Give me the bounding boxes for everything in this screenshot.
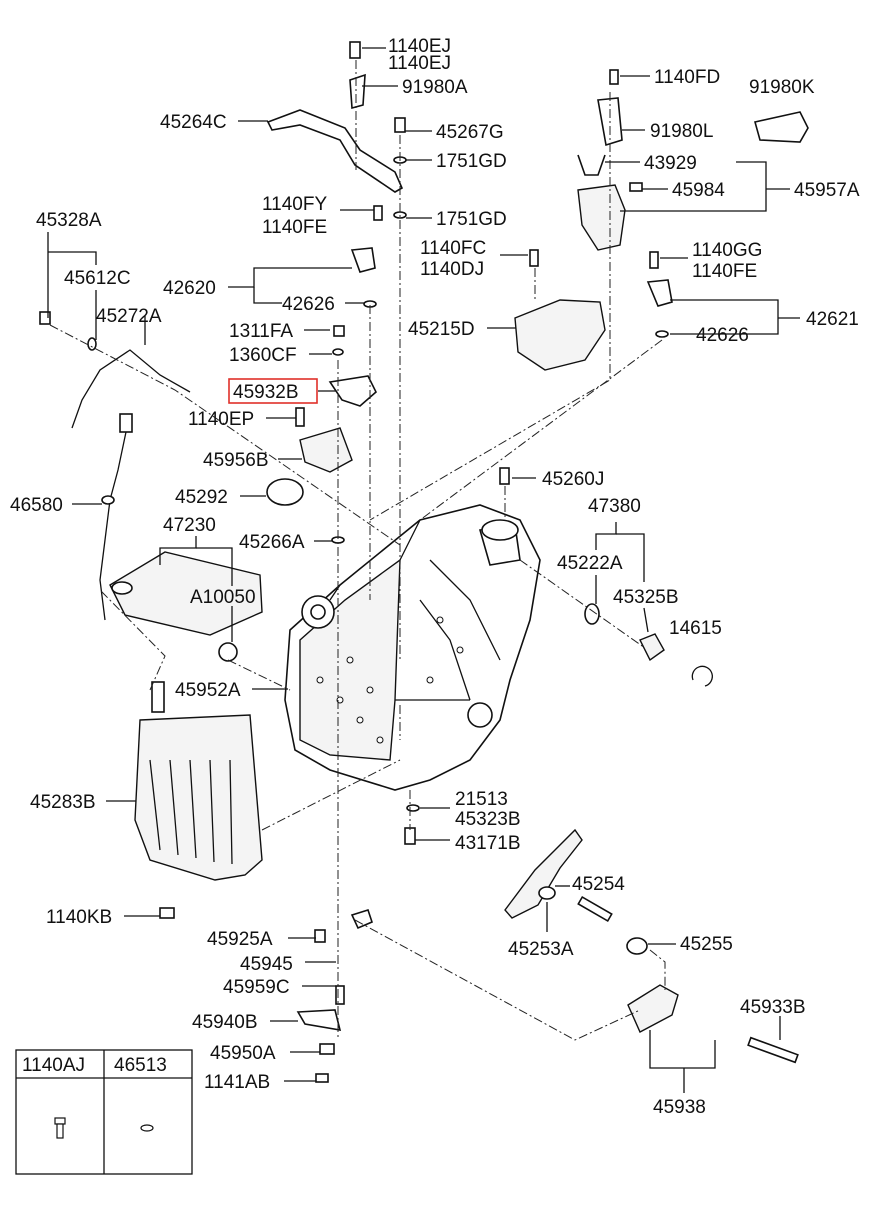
lower-parts	[159, 804, 799, 1083]
part-label[interactable]: 45984	[672, 180, 725, 201]
part-label[interactable]: 45950A	[210, 1043, 276, 1064]
part-label[interactable]: 1140FE	[692, 261, 757, 282]
part-label[interactable]: 1751GD	[436, 209, 507, 230]
part-label[interactable]: 91980A	[402, 77, 468, 98]
highlight-box	[228, 378, 318, 404]
part-label[interactable]: 45612C	[64, 268, 131, 289]
part-label[interactable]: 1140FE	[262, 217, 327, 238]
part-label[interactable]: 1140GG	[692, 240, 762, 261]
part-label[interactable]: 91980K	[749, 77, 815, 98]
part-label[interactable]: 47380	[588, 496, 641, 517]
legend-header-46513: 46513	[114, 1055, 167, 1076]
part-label[interactable]: 45925A	[207, 929, 273, 950]
part-label[interactable]: 43171B	[455, 833, 521, 854]
range-switch-assembly	[266, 375, 377, 544]
part-label[interactable]: 1140KB	[46, 907, 112, 928]
part-label[interactable]: 42621	[806, 309, 859, 330]
part-label[interactable]: 45283B	[30, 792, 96, 813]
part-label[interactable]: A10050	[190, 587, 256, 608]
part-label[interactable]: 47230	[163, 515, 216, 536]
part-label[interactable]: 45222A	[557, 553, 623, 574]
part-label[interactable]: 45255	[680, 934, 733, 955]
part-label[interactable]: 1140DJ	[420, 259, 484, 280]
part-label[interactable]: 42620	[163, 278, 216, 299]
part-label[interactable]: 45957A	[794, 180, 860, 201]
part-label[interactable]: 45215D	[408, 319, 475, 340]
part-label[interactable]: 14615	[669, 618, 722, 639]
washer-icon	[140, 1124, 154, 1132]
part-label-highlighted[interactable]: 45932B	[233, 382, 299, 403]
part-label[interactable]: 91980L	[650, 121, 713, 142]
part-label[interactable]: 1140EJ	[388, 53, 451, 74]
part-label[interactable]: 46580	[10, 495, 63, 516]
part-label[interactable]: 45938	[653, 1097, 706, 1118]
part-label[interactable]: 45266A	[239, 532, 305, 553]
part-label[interactable]: 42626	[282, 294, 335, 315]
part-label[interactable]: 1140FD	[654, 67, 720, 88]
bolt-icon	[54, 1117, 66, 1139]
right-brackets	[499, 69, 809, 687]
oil-pan	[134, 681, 263, 881]
part-label[interactable]: 45267G	[436, 122, 504, 143]
part-label[interactable]: 1140FY	[262, 194, 327, 215]
part-label[interactable]: 1140FC	[420, 238, 486, 259]
part-label[interactable]: 45959C	[223, 977, 290, 998]
part-label[interactable]: 45940B	[192, 1012, 258, 1033]
part-label[interactable]: 45325B	[613, 587, 679, 608]
part-label[interactable]: 1360CF	[229, 345, 297, 366]
part-label[interactable]: 45328A	[36, 210, 102, 231]
part-label[interactable]: 1141AB	[204, 1072, 270, 1093]
part-label[interactable]: 45292	[175, 487, 228, 508]
part-label[interactable]: 1311FA	[229, 321, 293, 342]
part-label[interactable]: 1751GD	[436, 151, 507, 172]
part-label[interactable]: 45264C	[160, 112, 227, 133]
legend-header-1140aj: 1140AJ	[22, 1055, 85, 1076]
part-label[interactable]: 45254	[572, 874, 625, 895]
part-label[interactable]: 45933B	[740, 997, 806, 1018]
part-label[interactable]: 42626	[696, 325, 749, 346]
part-label[interactable]: 45253A	[508, 939, 574, 960]
oil-filter	[109, 551, 263, 662]
left-hoses	[39, 311, 191, 621]
part-label[interactable]: 21513	[455, 789, 508, 810]
part-label[interactable]: 45323B	[455, 809, 521, 830]
assembly-lines	[49, 60, 666, 1041]
part-labels: 1140EJ 1140EJ 91980A 45264C 45267G 1751G…	[10, 36, 860, 1118]
top-brackets	[266, 41, 407, 356]
part-label[interactable]: 45945	[240, 954, 293, 975]
part-label[interactable]: 45272A	[96, 306, 162, 327]
part-label[interactable]: 45956B	[203, 450, 269, 471]
part-label[interactable]: 45952A	[175, 680, 241, 701]
part-label[interactable]: 43929	[644, 153, 697, 174]
part-label[interactable]: 45260J	[542, 469, 604, 490]
legend-table: 1140AJ 46513	[15, 1049, 193, 1175]
leader-lines	[47, 47, 800, 1093]
transaxle-case	[284, 504, 541, 791]
part-label[interactable]: 1140EP	[188, 409, 254, 430]
part-label[interactable]: 1140EJ	[388, 36, 451, 57]
